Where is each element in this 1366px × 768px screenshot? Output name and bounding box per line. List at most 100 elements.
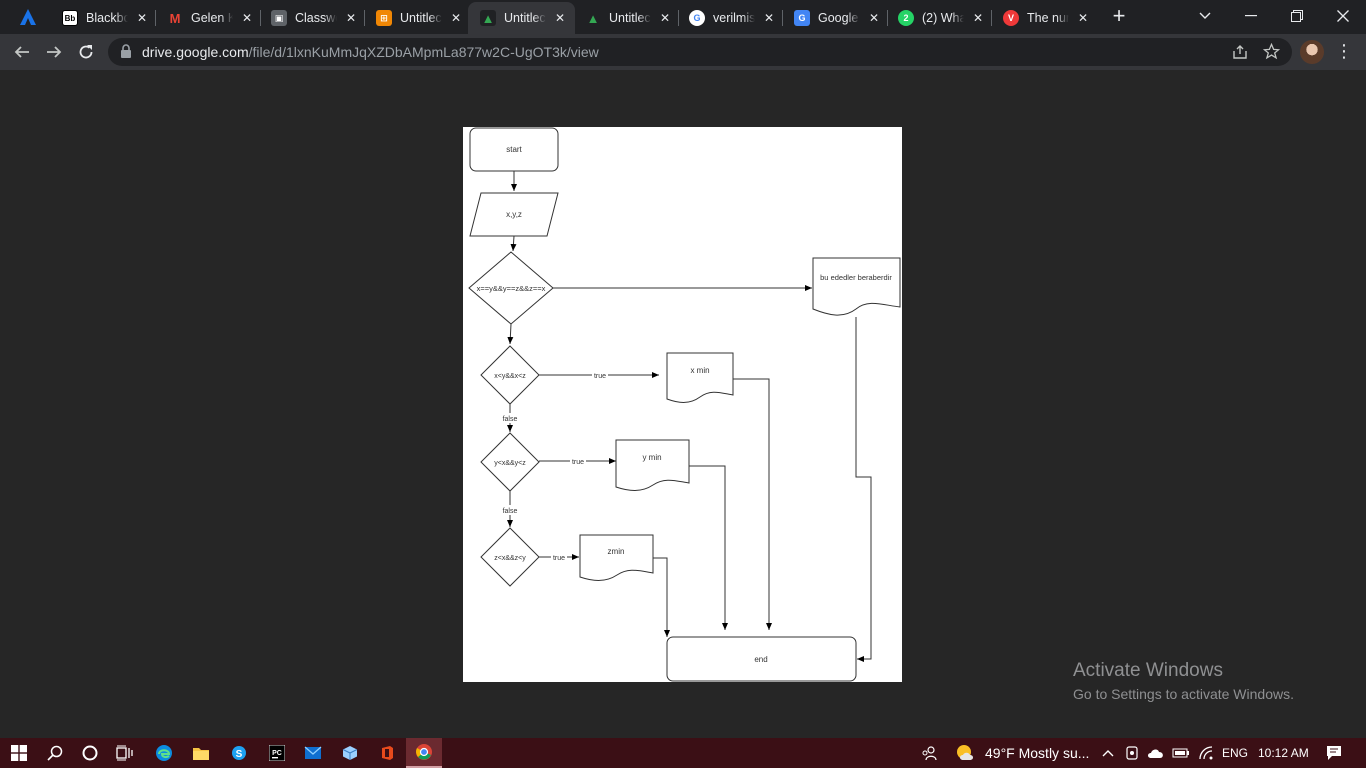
output-x-label: x min [690, 366, 709, 375]
close-tab-icon[interactable]: ✕ [239, 11, 255, 25]
weather-widget[interactable]: 49°F Mostly su... [955, 738, 1089, 768]
tab-search-chevron-icon[interactable] [1182, 0, 1228, 32]
share-icon[interactable] [1232, 44, 1248, 65]
browser-toolbar: drive.google.com/file/d/1lxnKuMmJqXZDbAM… [0, 34, 1366, 70]
google-drive-icon: ▲ [585, 10, 601, 26]
meet-now-icon[interactable] [1123, 738, 1141, 768]
bookmark-star-icon[interactable] [1263, 43, 1280, 65]
flowchart-connectors [510, 171, 871, 659]
browser-tab[interactable]: Bb Blackbo ✕ [50, 4, 155, 32]
office-icon[interactable] [372, 738, 402, 768]
output-z-document [580, 535, 653, 581]
windows-taskbar: S PC 49°F Mostly su... ENG 10:12 AM [0, 738, 1366, 768]
close-tab-icon[interactable]: ✕ [866, 11, 882, 25]
browser-tab[interactable]: ▲ Untitlec ✕ [468, 2, 575, 34]
flowchart-diagram: start x,y,z x==y&&y==z&&z==x bu ededler … [463, 127, 902, 682]
tab-title: Classwo [295, 11, 337, 25]
decision-x-label: x<y&&x<z [494, 373, 526, 380]
tab-title: Untitlec [609, 11, 651, 25]
browser-tab[interactable]: Gverilmis✕ [677, 4, 782, 32]
google-translate-icon: G [794, 10, 810, 26]
chrome-menu-icon[interactable]: ⋮ [1334, 40, 1354, 64]
onedrive-icon[interactable] [1145, 738, 1167, 768]
weather-sun-icon [955, 743, 977, 763]
close-tab-icon[interactable]: ✕ [657, 11, 673, 25]
language-indicator[interactable]: ENG [1222, 738, 1248, 768]
tab-title: The nur [1027, 11, 1069, 25]
close-tab-icon[interactable]: ✕ [552, 11, 568, 25]
drawio-icon: ⊞ [376, 10, 392, 26]
windows-start-icon[interactable] [4, 738, 34, 768]
false-label-y: false [503, 508, 518, 515]
address-bar[interactable]: drive.google.com/file/d/1lxnKuMmJqXZDbAM… [108, 38, 1292, 66]
people-icon[interactable] [918, 738, 940, 768]
drive-search-icon[interactable] [14, 4, 42, 30]
profile-avatar[interactable] [1300, 40, 1324, 64]
input-label: x,y,z [506, 210, 522, 219]
output-y-label: y min [642, 453, 661, 462]
close-tab-icon[interactable]: ✕ [343, 11, 359, 25]
task-view-icon[interactable] [110, 738, 140, 768]
restore-button[interactable] [1274, 0, 1320, 32]
output-z-label: zmin [608, 547, 625, 556]
weather-text: 49°F Mostly su... [985, 745, 1089, 761]
browser-tab[interactable]: V The nur ✕ [991, 4, 1096, 32]
pycharm-icon[interactable]: PC [262, 738, 292, 768]
true-label-y: true [572, 459, 584, 466]
svg-text:S: S [236, 749, 243, 760]
close-window-button[interactable] [1320, 0, 1366, 32]
reload-button[interactable] [72, 38, 100, 66]
tab-title: Untitlec [400, 11, 442, 25]
google-drive-icon: ▲ [480, 10, 496, 26]
decision-y-label: y<x&&y<z [494, 460, 526, 467]
connector-equal-decisionx [510, 324, 511, 344]
connector-input-decision [513, 236, 514, 251]
clock[interactable]: 10:12 AM [1258, 738, 1309, 768]
browser-tab[interactable]: ▣ Classwo ✕ [259, 4, 364, 32]
classroom-icon: ▣ [271, 10, 287, 26]
close-tab-icon[interactable]: ✕ [970, 11, 986, 25]
browser-tab[interactable]: ⊞ Untitlec ✕ [364, 4, 469, 32]
svg-text:PC: PC [272, 750, 282, 757]
google-icon: G [689, 10, 705, 26]
browser-tab[interactable]: 2(2) Wha✕ [886, 4, 991, 32]
connector-outx-end [733, 379, 769, 630]
vivaldi-icon: V [1003, 10, 1019, 26]
close-tab-icon[interactable]: ✕ [761, 11, 777, 25]
true-label-z: true [553, 555, 565, 562]
tab-title: Untitlec [504, 11, 546, 25]
browser-tab[interactable]: ▲ Untitlec ✕ [573, 4, 678, 32]
tab-title: Blackbo [86, 11, 128, 25]
3d-viewer-icon[interactable] [335, 738, 365, 768]
notification-center-icon[interactable] [1322, 738, 1346, 768]
output-x-document [667, 353, 733, 403]
browser-tab[interactable]: GGoogle✕ [782, 4, 887, 32]
close-tab-icon[interactable]: ✕ [1075, 11, 1091, 25]
show-hidden-icons-chevron-icon[interactable] [1100, 738, 1116, 768]
output-equal-label: bu ededler beraberdir [820, 273, 892, 282]
battery-icon[interactable] [1171, 738, 1191, 768]
browser-tab[interactable]: MGelen K✕ [155, 4, 260, 32]
chrome-taskbar-icon[interactable] [406, 738, 442, 768]
new-tab-button[interactable]: + [1108, 5, 1130, 29]
file-explorer-icon[interactable] [186, 738, 216, 768]
forward-button[interactable] [40, 38, 68, 66]
blackboard-icon: Bb [62, 10, 78, 26]
connector-outz-end [653, 558, 667, 637]
search-icon[interactable] [40, 738, 70, 768]
false-label-x: false [503, 416, 518, 423]
close-tab-icon[interactable]: ✕ [134, 11, 150, 25]
edge-icon[interactable] [149, 738, 179, 768]
output-y-document [616, 440, 689, 491]
skype-icon[interactable]: S [224, 738, 254, 768]
lock-icon[interactable] [120, 44, 132, 63]
flowchart-page: start x,y,z x==y&&y==z&&z==x bu ededler … [463, 127, 902, 682]
wifi-icon[interactable] [1196, 738, 1216, 768]
minimize-button[interactable] [1228, 0, 1274, 32]
decision-z-label: z<x&&z<y [494, 555, 526, 562]
close-tab-icon[interactable]: ✕ [448, 11, 464, 25]
cortana-icon[interactable] [75, 738, 105, 768]
tab-strip: BbBlackbo✕MGelen K✕▣Classwo✕⊞Untitlec✕▲U… [0, 0, 1366, 34]
mail-icon[interactable] [298, 738, 328, 768]
back-button[interactable] [8, 38, 36, 66]
